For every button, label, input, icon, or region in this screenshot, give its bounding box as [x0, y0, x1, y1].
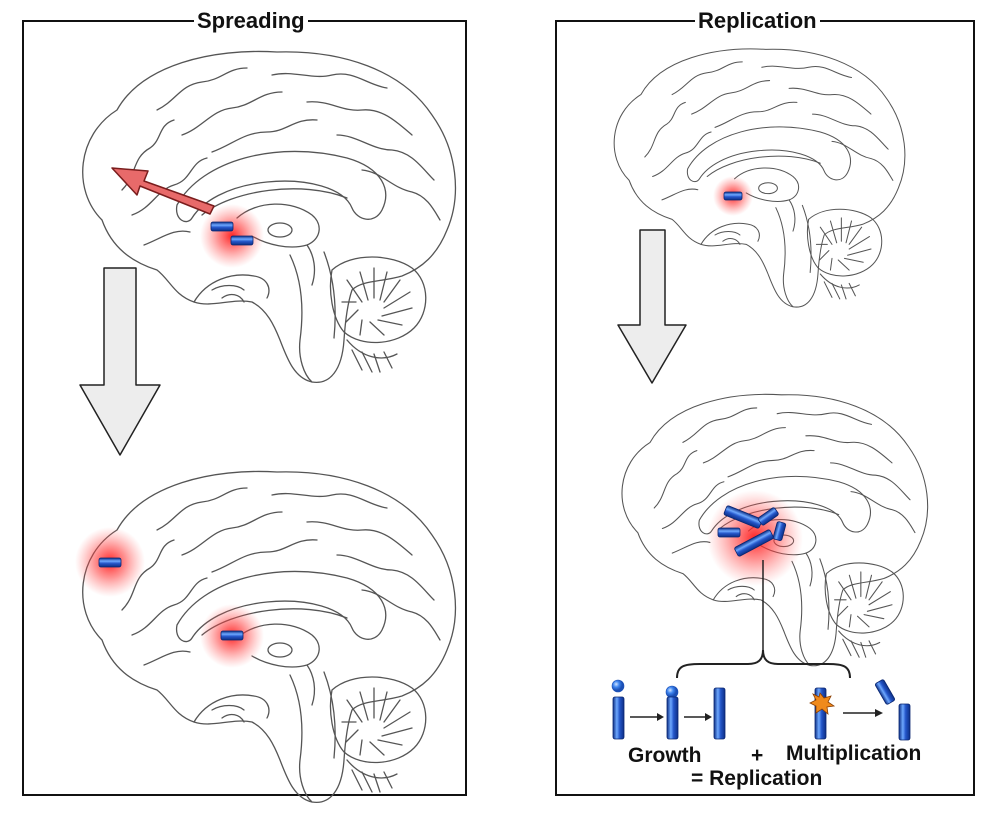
burst-icon: [809, 692, 836, 715]
fibril-fragment: [875, 679, 895, 705]
growth-mechanism: [611, 679, 726, 740]
down-arrow: [79, 267, 161, 456]
brain-top-left: [82, 50, 457, 384]
monomer-seed: [665, 685, 679, 699]
multiplication-mechanism: [809, 679, 911, 741]
arrowhead: [875, 709, 883, 717]
fibril: [723, 191, 743, 201]
fibril-cluster: [717, 505, 787, 557]
fibril: [230, 235, 254, 246]
fibril: [898, 703, 911, 741]
plus-label: +: [751, 744, 764, 767]
replication-equation-label: = Replication: [691, 767, 823, 790]
fibril: [666, 696, 679, 740]
arrowhead: [657, 713, 664, 721]
panel-title-replication: Replication: [695, 8, 820, 34]
spreading-arrow: [111, 167, 215, 215]
spreading-panel: Spreading: [22, 8, 467, 796]
fibril: [220, 630, 244, 641]
fibril: [713, 687, 726, 740]
multiplication-label: Multiplication: [786, 742, 922, 765]
fibril: [612, 696, 625, 740]
panel-title-spreading: Spreading: [194, 8, 308, 34]
monomer-seed: [611, 679, 625, 693]
fibril: [98, 557, 122, 568]
brain-bottom-left: [82, 470, 457, 804]
down-arrow: [617, 229, 687, 384]
replication-panel: Replication: [555, 8, 975, 796]
brace: [676, 649, 851, 679]
fibril: [210, 221, 234, 232]
growth-label: Growth: [628, 744, 702, 767]
arrowhead: [705, 713, 712, 721]
